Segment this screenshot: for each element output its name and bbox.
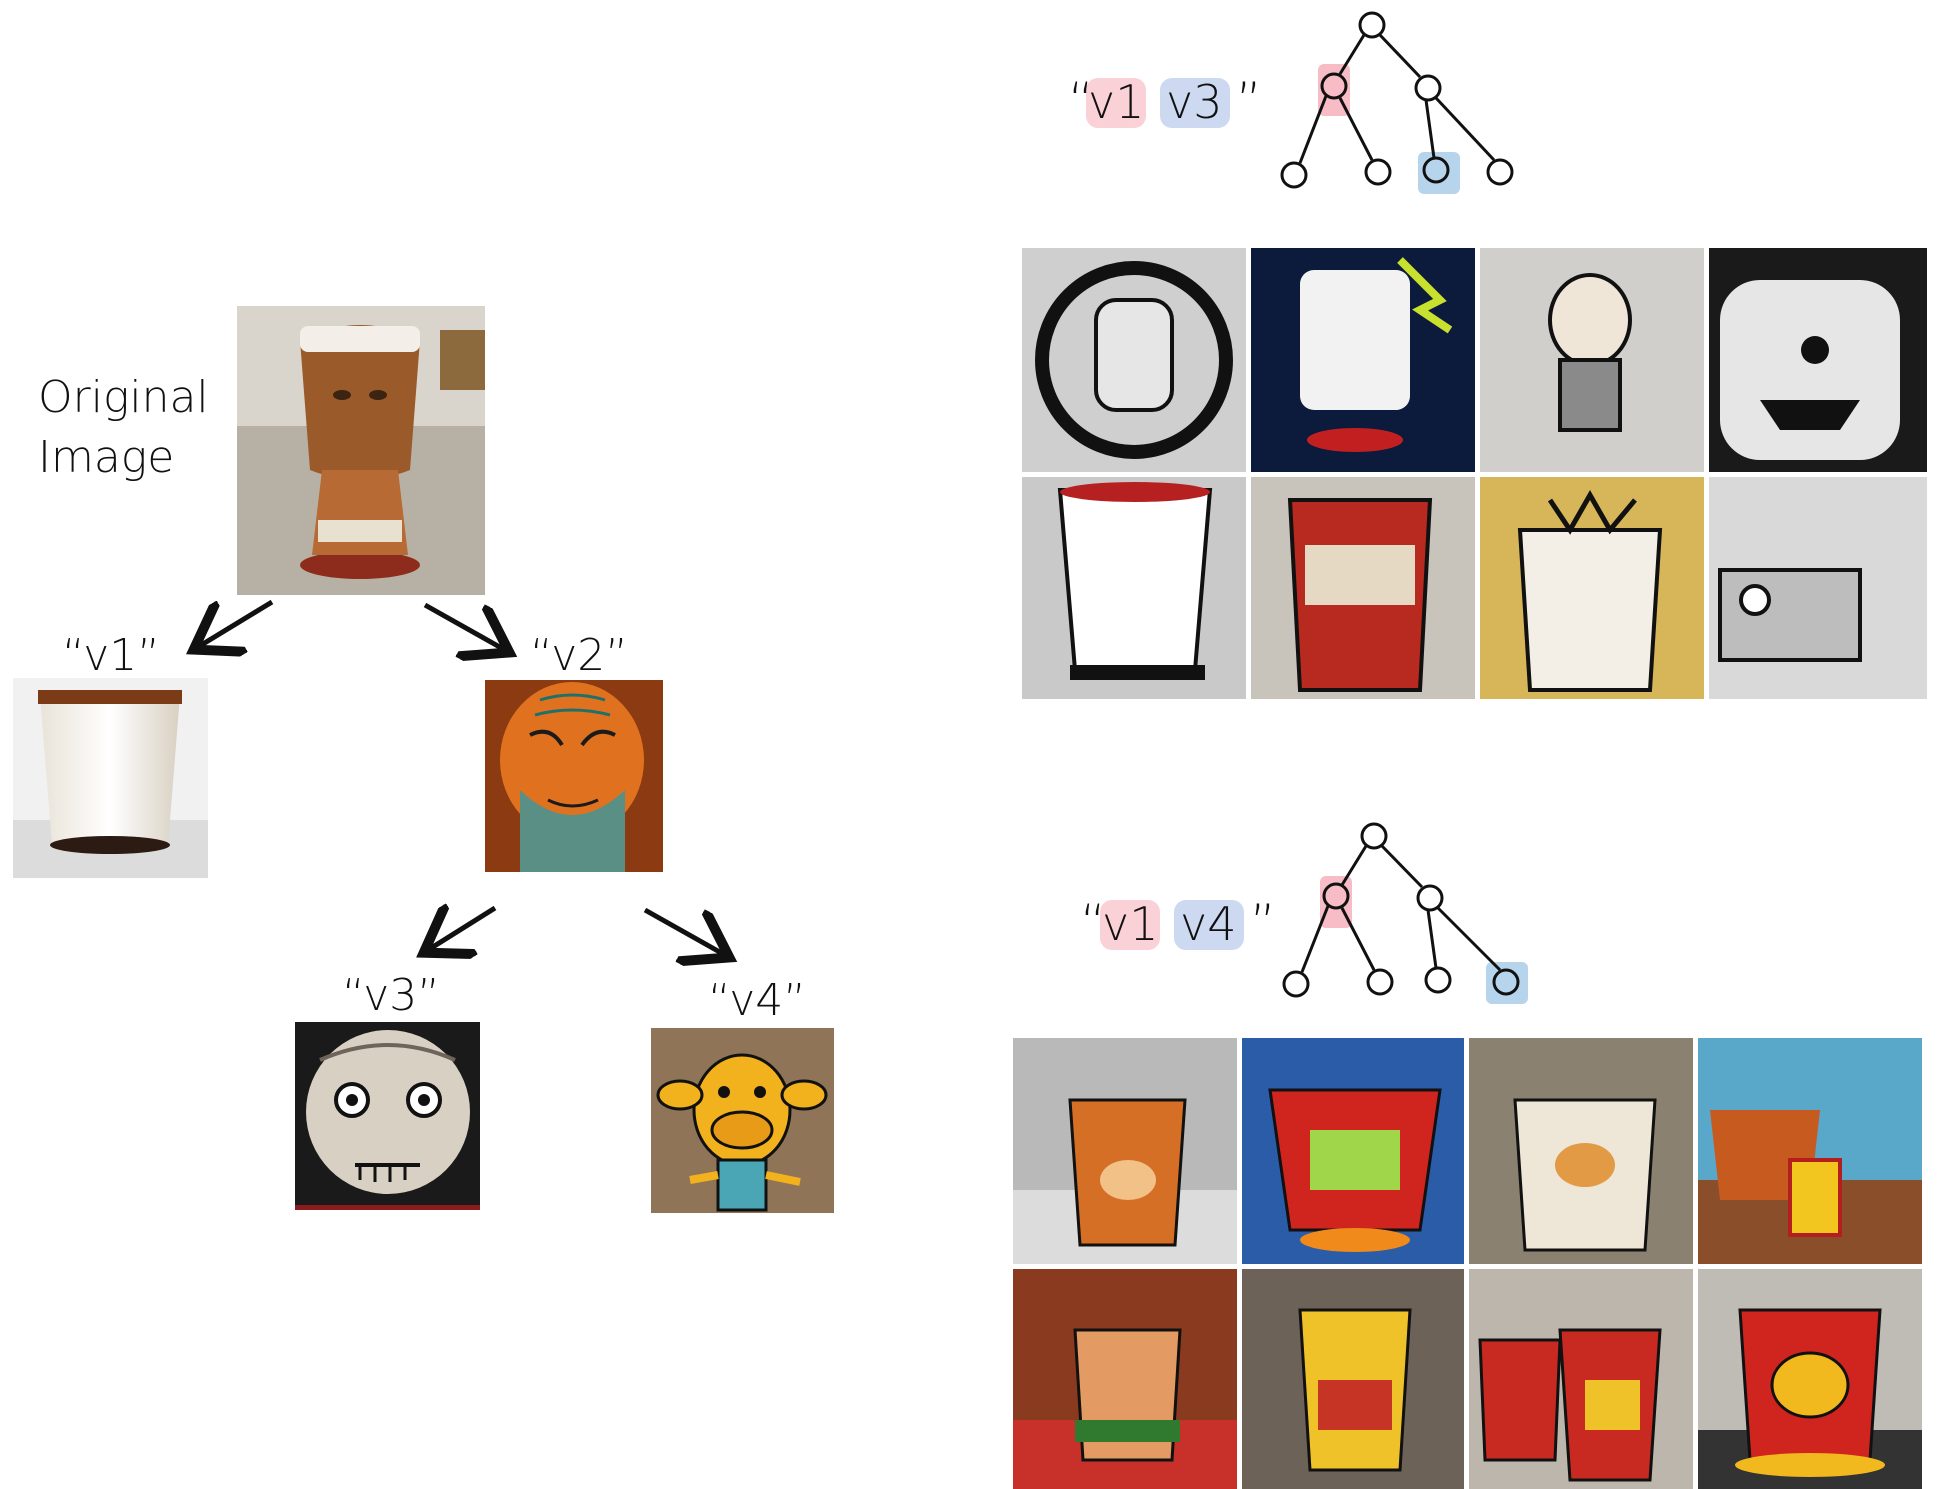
tree-node-v4-top xyxy=(1486,158,1514,186)
v4-image xyxy=(651,1028,834,1213)
image-grid-v1-v3 xyxy=(1022,248,1927,699)
grid-bottom-r2c1 xyxy=(1013,1269,1237,1489)
grid-bottom-r2c4 xyxy=(1698,1269,1922,1489)
v1-image xyxy=(13,678,208,878)
grid-bottom-r1c4 xyxy=(1698,1038,1922,1264)
tree-node-v2-top xyxy=(1414,74,1442,102)
grid-bottom-r1c3 xyxy=(1469,1038,1693,1264)
grid-bottom-r2c3 xyxy=(1469,1269,1693,1489)
arrow-original-to-v2 xyxy=(423,602,505,650)
grid-top-r1c3 xyxy=(1480,248,1704,472)
prompt-open-quote-top: “ xyxy=(1068,72,1094,130)
token-v4-bottom: v4 xyxy=(1180,897,1237,951)
prompt-v1-v4: “ v1 v4 ” xyxy=(1080,894,1276,952)
v3-label: “v3” xyxy=(342,970,440,1021)
tree-node-root-bottom xyxy=(1360,822,1388,850)
tree-node-leaf1-top xyxy=(1280,161,1308,189)
tree-node-v1-bottom xyxy=(1322,882,1350,910)
v4-label: “v4” xyxy=(708,975,806,1026)
grid-top-r1c2 xyxy=(1251,248,1475,472)
tree-diagram-top xyxy=(1280,11,1514,194)
token-v1-top: v1 xyxy=(1088,75,1145,129)
token-v3-top: v3 xyxy=(1166,75,1223,129)
grid-top-r2c2 xyxy=(1251,477,1475,699)
grid-top-r2c4 xyxy=(1709,477,1927,699)
grid-top-r2c1 xyxy=(1022,477,1246,699)
grid-top-r1c1 xyxy=(1022,248,1246,472)
tree-node-v2-bottom xyxy=(1416,884,1444,912)
highlight-v3-top xyxy=(1160,78,1230,128)
grid-bottom-r1c2 xyxy=(1242,1038,1464,1264)
arrow-original-to-v1 xyxy=(198,599,274,647)
grid-top-r2c3 xyxy=(1480,477,1704,699)
image-grid-v1-v4 xyxy=(1013,1038,1922,1489)
token-v1-bottom: v1 xyxy=(1102,897,1159,951)
prompt-close-quote-bottom: ” xyxy=(1250,894,1276,952)
grid-bottom-r2c2 xyxy=(1242,1269,1464,1489)
v1-label: “v1” xyxy=(62,630,160,681)
arrow-v2-to-v4 xyxy=(643,907,725,955)
original-label-line2: Image xyxy=(38,432,174,483)
arrow-v2-to-v3 xyxy=(428,908,497,950)
tree-node-leaf2-top xyxy=(1364,158,1392,186)
grid-top-r1c4 xyxy=(1709,248,1927,472)
v2-image xyxy=(485,680,663,872)
tree-diagram-bottom xyxy=(1282,822,1528,1004)
prompt-open-quote-bottom: “ xyxy=(1080,894,1106,952)
original-image xyxy=(237,306,485,595)
original-image-label: Original Image xyxy=(38,372,209,483)
tree-node-v3-top xyxy=(1422,156,1450,184)
v2-label: “v2” xyxy=(530,630,628,681)
tree-node-highlight-v4-bottom xyxy=(1486,962,1528,1004)
tree-node-v3-bottom xyxy=(1424,966,1452,994)
tree-node-root-top xyxy=(1358,11,1386,39)
highlight-v1-top xyxy=(1086,78,1146,128)
highlight-v1-bottom xyxy=(1100,900,1160,950)
tree-node-v1-top xyxy=(1320,72,1348,100)
tree-node-v4-bottom xyxy=(1492,968,1520,996)
grid-bottom-r1c1 xyxy=(1013,1038,1237,1264)
prompt-v1-v3: “ v1 v3 ” xyxy=(1068,72,1262,130)
original-label-line1: Original xyxy=(38,372,209,423)
tree-node-leaf2-bottom xyxy=(1366,968,1394,996)
v3-image xyxy=(295,1022,480,1210)
tree-node-leaf1-bottom xyxy=(1282,970,1310,998)
highlight-v4-bottom xyxy=(1174,900,1244,950)
prompt-close-quote-top: ” xyxy=(1236,72,1262,130)
